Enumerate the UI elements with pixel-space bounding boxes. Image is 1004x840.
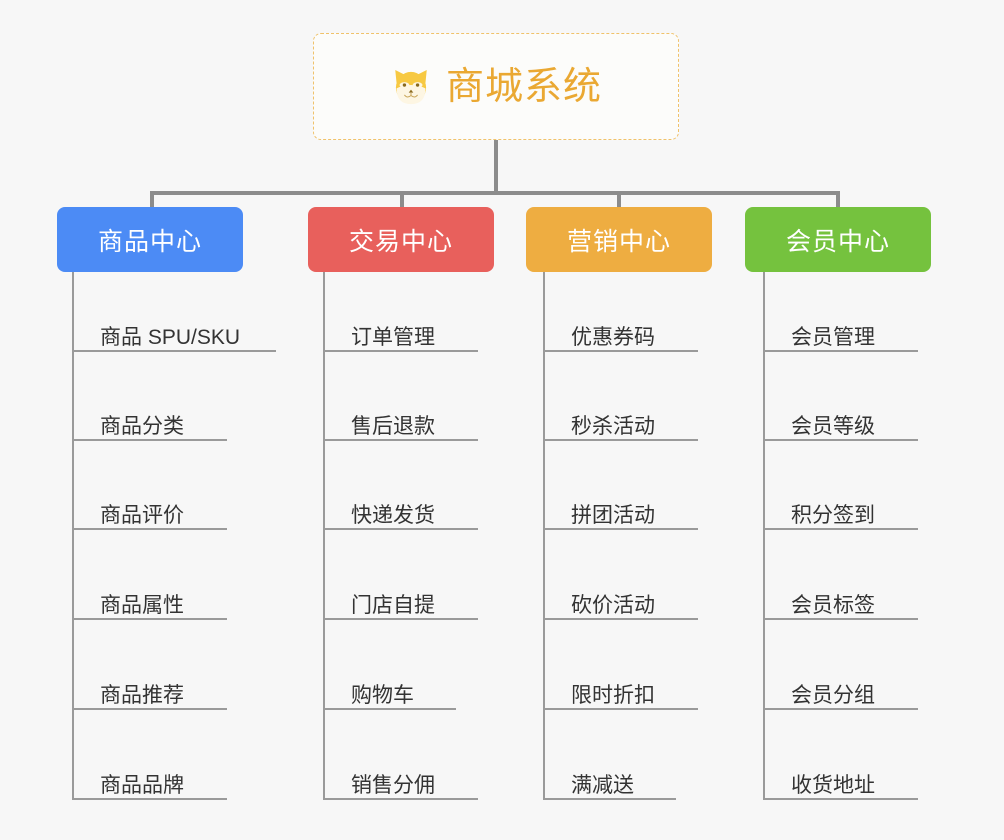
branch-spine-product-center [72, 272, 74, 800]
list-item-underline [763, 528, 918, 530]
list-item-underline [323, 798, 478, 800]
list-item-label: 会员等级 [791, 415, 875, 438]
list-item-underline [763, 708, 918, 710]
column-header-product-center[interactable]: 商品中心 [57, 207, 243, 272]
list-item-underline [323, 439, 478, 441]
list-item-label: 商品属性 [100, 594, 184, 617]
column-header-trade-center[interactable]: 交易中心 [308, 207, 494, 272]
list-item-underline [72, 350, 276, 352]
list-item-label: 秒杀活动 [571, 415, 655, 438]
list-item-underline [543, 798, 676, 800]
connector-drop-1 [150, 191, 154, 209]
list-item-label: 拼团活动 [571, 504, 655, 527]
list-item-underline [72, 798, 227, 800]
list-item-underline [72, 708, 227, 710]
root-title: 商城系统 [445, 65, 602, 108]
connector-drop-4 [836, 191, 840, 209]
list-item-underline [323, 350, 478, 352]
branch-spine-marketing-center [543, 272, 545, 800]
connector-root-stem [494, 140, 498, 195]
list-item-label: 收货地址 [791, 774, 875, 797]
list-item-label: 积分签到 [791, 504, 875, 527]
branch-spine-trade-center [323, 272, 325, 800]
list-item-underline [543, 528, 698, 530]
list-item-label: 会员分组 [791, 684, 875, 707]
column-header-label: 交易中心 [348, 227, 453, 256]
list-item-underline [323, 618, 478, 620]
list-item-label: 门店自提 [351, 594, 435, 617]
list-item-label: 快递发货 [351, 504, 435, 527]
list-item-label: 会员标签 [791, 594, 875, 617]
list-item-underline [72, 618, 227, 620]
connector-horizontal-bus [150, 191, 840, 195]
connector-drop-3 [617, 191, 621, 209]
list-item-underline [323, 708, 456, 710]
list-item-label: 售后退款 [351, 415, 435, 438]
list-item-underline [763, 439, 918, 441]
list-item-underline [763, 618, 918, 620]
list-item-label: 购物车 [351, 684, 414, 707]
list-item-underline [72, 439, 227, 441]
list-item-underline [72, 528, 227, 530]
list-item-label: 商品推荐 [100, 684, 184, 707]
list-item-underline [323, 528, 478, 530]
list-item-label: 限时折扣 [571, 684, 655, 707]
list-item-label: 会员管理 [791, 326, 875, 349]
list-item-label: 商品品牌 [100, 774, 184, 797]
root-node[interactable]: 商城系统 [313, 33, 679, 140]
list-item-underline [543, 439, 698, 441]
list-item-label: 优惠券码 [571, 326, 655, 349]
column-header-member-center[interactable]: 会员中心 [745, 207, 931, 272]
column-header-marketing-center[interactable]: 营销中心 [526, 207, 712, 272]
branch-spine-member-center [763, 272, 765, 800]
list-item-underline [543, 708, 698, 710]
list-item-label: 商品分类 [100, 415, 184, 438]
shiba-dog-face-icon [395, 69, 427, 104]
connector-drop-2 [400, 191, 404, 209]
column-header-label: 商品中心 [97, 227, 202, 256]
list-item-label: 商品 SPU/SKU [100, 326, 241, 349]
column-header-label: 营销中心 [566, 227, 671, 256]
column-header-label: 会员中心 [785, 227, 890, 256]
list-item-underline [543, 350, 698, 352]
list-item-label: 满减送 [571, 774, 634, 797]
list-item-label: 商品评价 [100, 504, 184, 527]
list-item-label: 销售分佣 [351, 774, 435, 797]
list-item-underline [543, 618, 698, 620]
list-item-underline [763, 350, 918, 352]
list-item-underline [763, 798, 918, 800]
list-item-label: 砍价活动 [571, 594, 655, 617]
list-item-label: 订单管理 [351, 326, 435, 349]
